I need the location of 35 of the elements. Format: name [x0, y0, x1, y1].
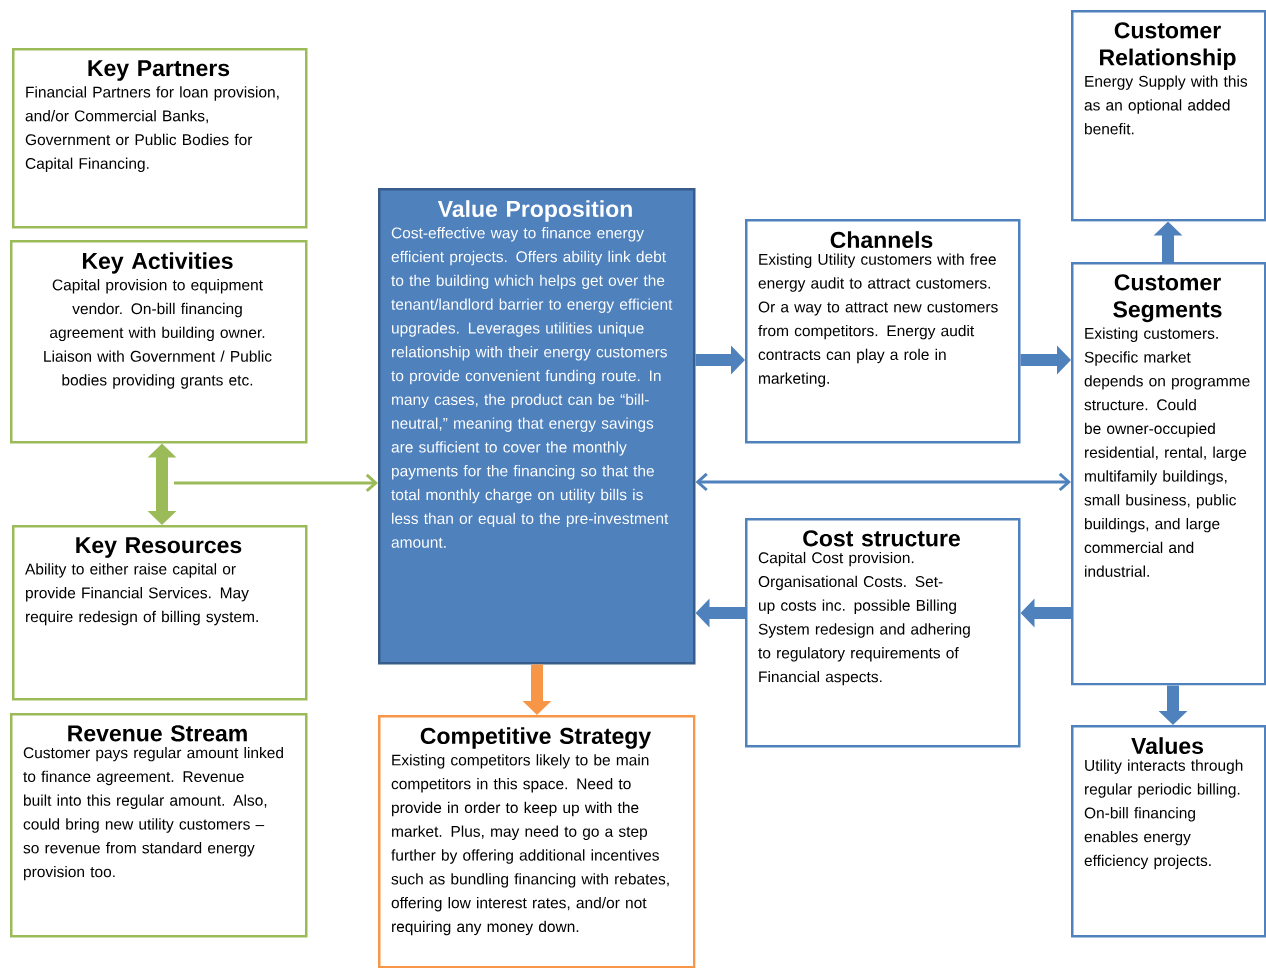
box-heading: Key Resources	[76, 537, 242, 558]
info-box	[745, 518, 1021, 748]
box-text: Cost-effective way to finance energy efficient projects. Offers ability link debt to the building which helps get over the tenant/landlord barrier to energy efficient upgrades. Leverages utilities unique relationship with their energy customers to provide convenient funding route. In many cases, the product can be “bill-neutral,” meaning that energy savings are sufficient to cover the monthly payments for the financing so that the total monthly charge on utility bills is less than or equal to the pre-investment amount.	[391, 227, 673, 548]
arrow	[695, 472, 1071, 492]
box-heading: Value Proposition	[437, 200, 632, 222]
box-heading: Values	[1131, 737, 1203, 755]
info-box	[378, 188, 696, 665]
box-text: Ability to either raise capital or provide Financial Services. May require redesign of billing system.	[25, 563, 258, 626]
box-heading: Customer Segments	[1113, 274, 1222, 323]
info-box	[1071, 10, 1266, 222]
info-box	[12, 525, 308, 701]
box-text: Capital provision to equipment vendor. On-bill financing agreement with building owner. Liaison with Government / Public bodies providing grants etc.	[44, 279, 272, 389]
box-text: Financial Partners for loan provision, and/or Commercial Banks, Government or Public Bodies for Capital Financing.	[25, 86, 279, 173]
box-heading: Customer Relationship	[1100, 22, 1236, 70]
info-box	[378, 715, 696, 968]
arrow	[174, 473, 378, 493]
box-text: Capital Cost provision. Organisational Costs. Set-up costs inc. possible Billing System redesign and adhering to regulatory requirements of Financial aspects.	[758, 551, 970, 686]
box-text: Existing customers. Specific market depends on programme structure. Could be owner-occupied residential, rental, large multifamily buildings, small business, public buildings, and large commercial and industrial.	[1084, 327, 1250, 577]
box-heading: Channels	[830, 231, 933, 249]
box-text: Utility interacts through regular periodic billing. On-bill financing enables energy efficiency projects.	[1084, 759, 1243, 870]
box-text: Existing competitors likely to be main competitors in this space. Need to provide in order to keep up with the market. Plus, may need to go a step further by offering additional incentives such as bundling financing with rebates, offering low interest rates, and/or not requiring any money down.	[391, 754, 669, 936]
box-heading: Key Activities	[83, 252, 233, 274]
box-text: Energy Supply with this as an optional added benefit.	[1084, 75, 1248, 135]
info-box	[1071, 725, 1266, 938]
box-heading: Revenue Stream	[68, 725, 247, 742]
info-box	[10, 240, 308, 444]
box-heading: Competitive Strategy	[420, 727, 652, 749]
box-text: Customer pays regular amount linked to finance agreement. Revenue built into this regular amount. Also, could bring new utility customers – so revenue from standard energy provision too.	[23, 746, 283, 881]
info-box	[745, 219, 1021, 444]
box-text: Existing Utility customers with free energy audit to attract customers. Or a way to attract new customers from competitors. Energy audit contracts can play a role in marketing.	[758, 253, 998, 387]
info-box	[10, 713, 308, 938]
box-heading: Key Partners	[88, 60, 230, 81]
info-box	[1071, 262, 1266, 686]
box-heading: Cost structure	[803, 530, 960, 547]
info-box	[12, 48, 308, 229]
